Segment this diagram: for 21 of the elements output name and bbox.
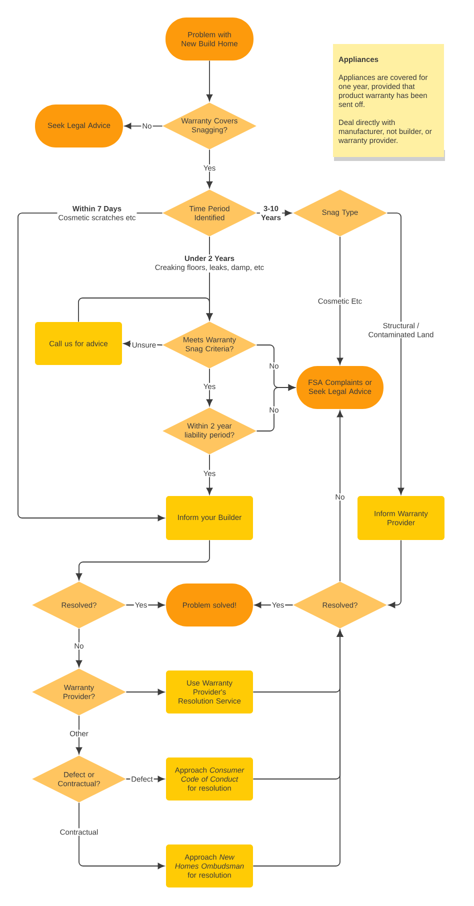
arrow: [206, 454, 213, 495]
arrow: [78, 298, 213, 322]
arrow: [76, 540, 210, 580]
arrow: [76, 715, 82, 754]
arrow: [336, 410, 344, 582]
arrow: [388, 540, 402, 608]
arrow: [206, 60, 213, 102]
arrow: [126, 602, 165, 608]
arrow: [126, 776, 165, 782]
arrow: [254, 602, 294, 608]
arrow: [78, 802, 165, 870]
arrow: [256, 384, 296, 432]
arrow: [206, 368, 213, 406]
arrow: [252, 630, 344, 866]
arrow: [386, 212, 404, 495]
arrow: [206, 149, 213, 188]
arrow: [256, 210, 292, 216]
arrow: [336, 236, 344, 365]
arrow: [124, 122, 163, 130]
arrow: [76, 628, 82, 668]
arrow: [126, 688, 165, 696]
